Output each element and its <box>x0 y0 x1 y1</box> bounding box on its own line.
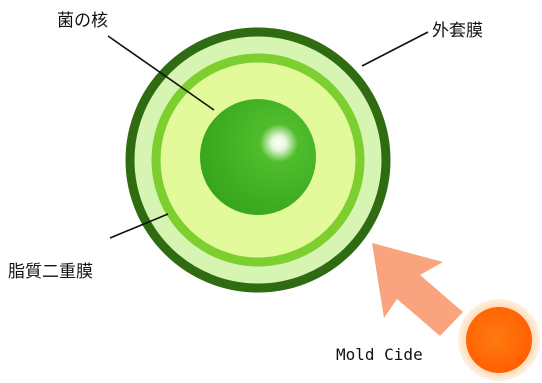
attack-arrow <box>372 243 463 336</box>
lipid-bilayer-label: 脂質二重膜 <box>8 262 93 282</box>
mold-cide-agent <box>458 299 540 381</box>
fungal-cell <box>130 32 386 288</box>
nucleus-label: 菌の核 <box>57 11 108 31</box>
outer-membrane-leader-line <box>362 32 428 66</box>
outer-membrane-label: 外套膜 <box>432 21 483 41</box>
mold-cide-ball <box>466 307 532 373</box>
mold-cide-label: Mold Cide <box>336 345 423 364</box>
nucleus <box>200 99 316 215</box>
